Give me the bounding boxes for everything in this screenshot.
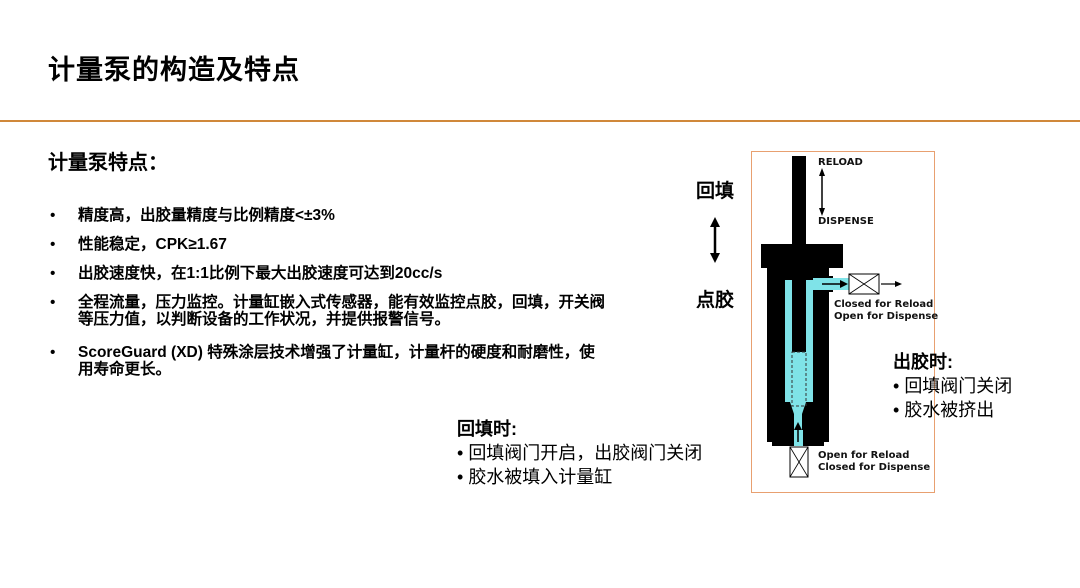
- pump-schematic: [761, 156, 902, 478]
- dispense-note-heading: 出胶时:: [893, 352, 953, 372]
- inlet-valve-label: Open for Reload Closed for Dispense: [818, 450, 931, 473]
- feature-item: 全程流量，压力监控。计量缸嵌入式传感器，能有效监控点胶，回填，开关阀等压力值，以…: [50, 294, 610, 328]
- feature-item: ScoreGuard (XD) 特殊涂层技术增强了计量缸，计量杆的硬度和耐磨性，…: [50, 344, 610, 378]
- dispense-note-item: 回填阀门关闭: [893, 374, 1012, 398]
- reload-note: 回填时: 回填阀门开启，出胶阀门关闭 胶水被填入计量缸: [457, 417, 702, 489]
- features-heading: 计量泵特点：: [48, 152, 168, 174]
- reload-note-heading: 回填时:: [457, 419, 517, 439]
- features-list: 精度高，出胶量精度与比例精度<±3% 性能稳定，CPK≥1.67 出胶速度快，在…: [50, 207, 610, 390]
- mode-label-reload: 回填: [696, 181, 735, 202]
- dispense-note-item: 胶水被挤出: [893, 398, 1012, 422]
- mode-label-dispense: 点胶: [696, 290, 735, 311]
- dispense-note: 出胶时: 回填阀门关闭 胶水被挤出: [893, 350, 1012, 422]
- metering-pump-diagram: RELOAD DISPENSE Closed for Reload Open f…: [751, 151, 939, 493]
- double-vertical-arrow-icon: [707, 217, 723, 268]
- page-title: 计量泵的构造及特点: [48, 55, 300, 85]
- outlet-valve-label: Closed for Reload Open for Dispense: [834, 299, 939, 322]
- reload-note-item: 胶水被填入计量缸: [457, 465, 702, 489]
- reload-note-item: 回填阀门开启，出胶阀门关闭: [457, 441, 702, 465]
- feature-item: 精度高，出胶量精度与比例精度<±3%: [50, 207, 610, 224]
- feature-item: 性能稳定，CPK≥1.67: [50, 236, 610, 253]
- feature-item: 出胶速度快，在1:1比例下最大出胶速度可达到20cc/s: [50, 265, 610, 282]
- dispense-label: DISPENSE: [818, 216, 874, 227]
- reload-label: RELOAD: [818, 157, 863, 168]
- title-divider: [0, 120, 1080, 122]
